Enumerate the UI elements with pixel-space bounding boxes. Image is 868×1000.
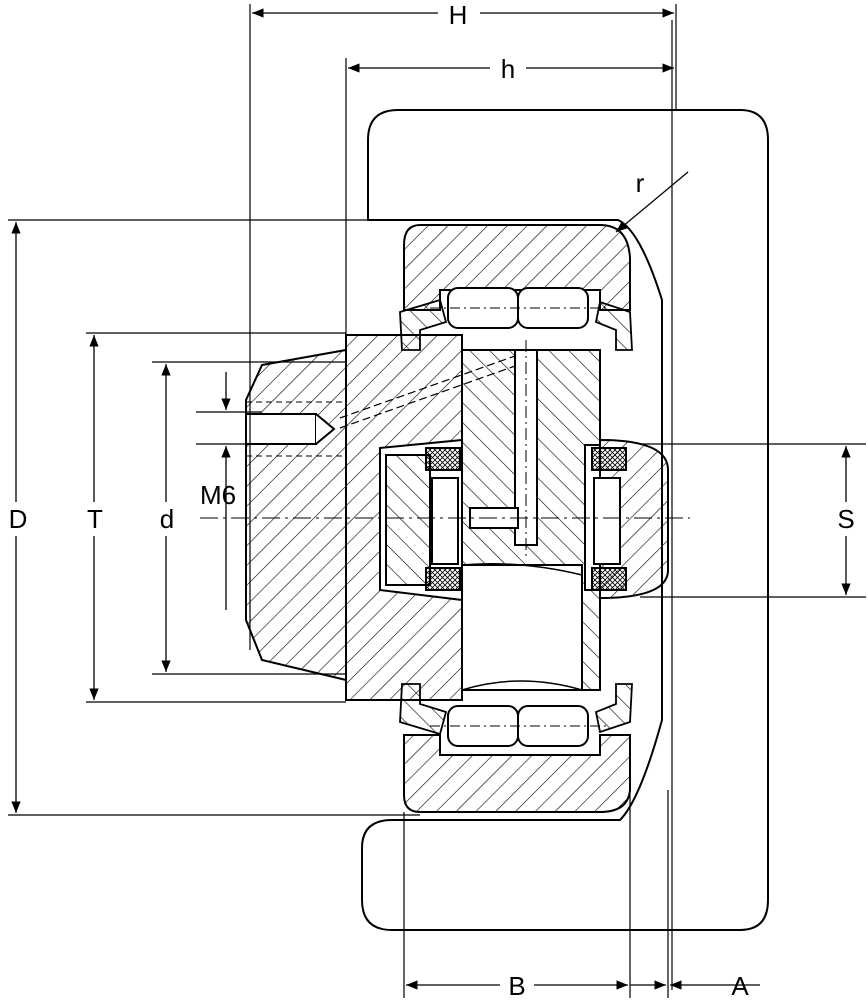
label-A: A	[731, 971, 749, 1000]
label-T: T	[87, 504, 103, 534]
label-H: H	[449, 0, 468, 30]
extension-lines	[8, 4, 866, 998]
label-D: D	[9, 504, 28, 534]
dim-r-leader	[615, 171, 689, 233]
inner-track	[379, 438, 669, 602]
label-h: h	[501, 54, 515, 84]
guide-rail	[361, 20, 769, 990]
label-d: d	[160, 504, 174, 534]
outer-rollers	[430, 287, 610, 747]
label-r: r	[636, 168, 645, 198]
dimension-labels: H h r D T d M6 S B A	[9, 0, 855, 1000]
threaded-head	[245, 348, 347, 682]
label-B: B	[508, 971, 525, 1000]
label-M6: M6	[200, 480, 236, 510]
label-S: S	[837, 504, 854, 534]
